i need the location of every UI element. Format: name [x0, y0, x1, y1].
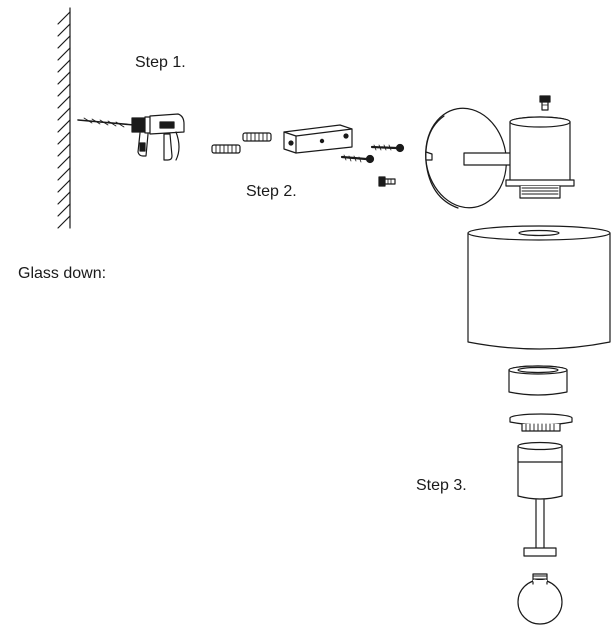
- screw-icon: [539, 95, 551, 111]
- bulb-icon: [517, 573, 563, 625]
- wall-plug-icon: [242, 132, 272, 142]
- glass-down-label: Glass down:: [18, 265, 107, 282]
- glass-shade: [467, 225, 611, 350]
- step-1-label: Step 1.: [135, 54, 186, 71]
- lamp-socket: [517, 441, 563, 557]
- mounting-bracket: [283, 124, 353, 154]
- retaining-ring: [508, 365, 568, 396]
- wall-hatch: [57, 7, 71, 229]
- wall-plate-with-arm: [425, 107, 513, 209]
- step-2-label: Step 2.: [246, 183, 297, 200]
- screw-icon: [340, 154, 375, 164]
- threaded-nut: [509, 413, 573, 432]
- screw-icon: [378, 176, 396, 187]
- wall-plug-icon: [211, 144, 241, 154]
- drill-icon: [77, 113, 185, 161]
- lamp-cup: [505, 116, 575, 199]
- step-3-label: Step 3.: [416, 477, 467, 494]
- screw-icon: [370, 143, 405, 153]
